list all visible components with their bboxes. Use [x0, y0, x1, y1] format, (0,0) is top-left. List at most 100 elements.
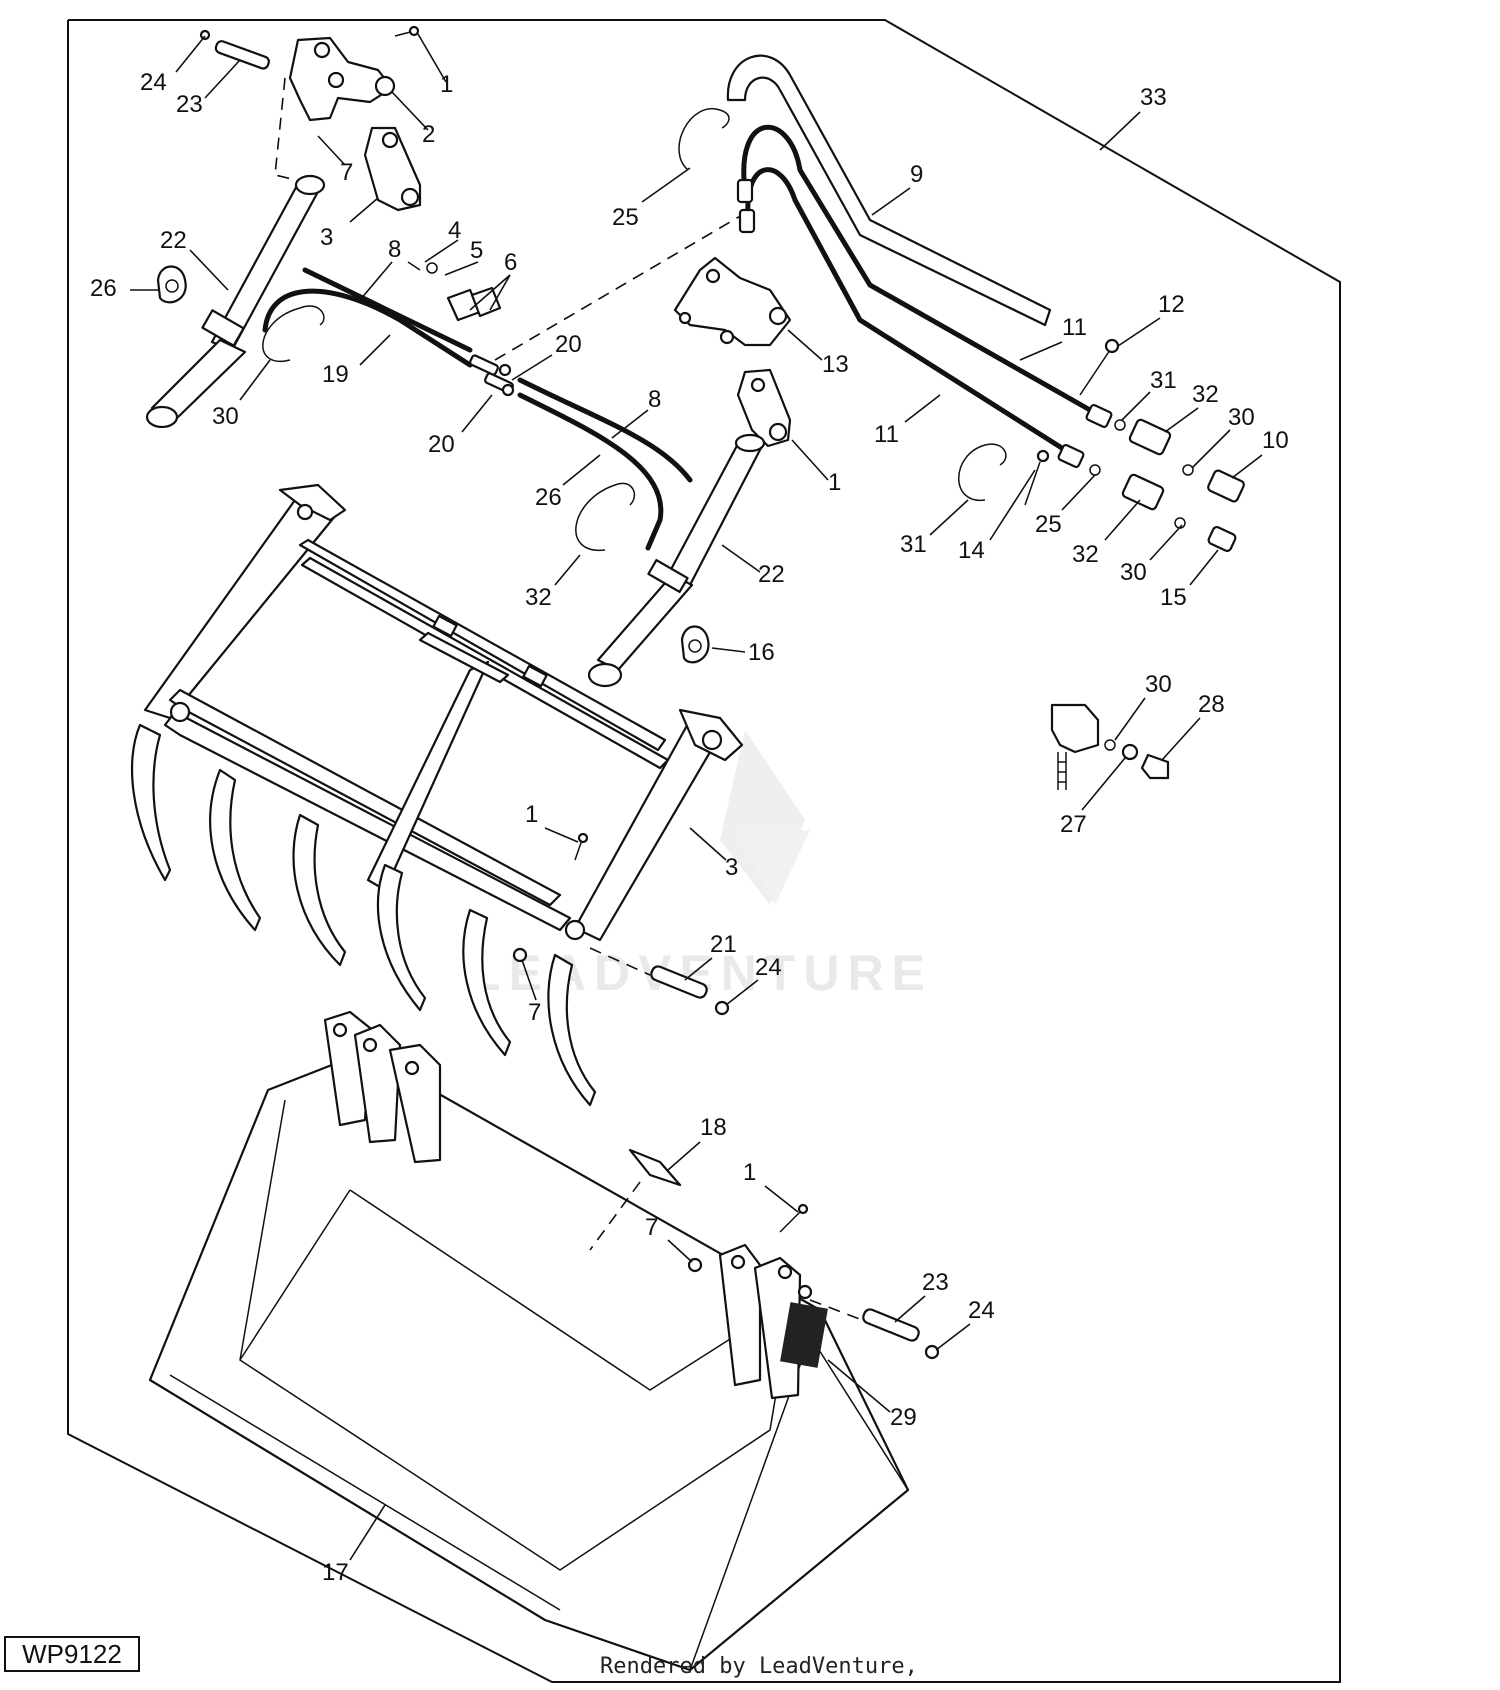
hose-19-left [262, 288, 473, 368]
callout-12: 12 [1158, 291, 1185, 318]
callout-26-right: 16 [748, 639, 775, 666]
callout-32-bottom: 32 [1072, 541, 1099, 568]
callout-22-right-label: 22 [758, 561, 785, 588]
cylinder-22-right [587, 433, 766, 688]
callout-6: 6 [504, 249, 517, 276]
callout-7-middle: 7 [528, 999, 541, 1026]
screw-4 [407, 261, 421, 271]
callout-25-left: 30 [212, 403, 239, 430]
hose-11-upper [741, 124, 1093, 413]
bolt-1-top [394, 25, 420, 37]
hose-19-right [517, 392, 664, 551]
pin-23-bottom [862, 1308, 940, 1360]
callout-1-middle: 1 [525, 801, 538, 828]
callout-9: 9 [910, 161, 923, 188]
callout-14: 14 [958, 537, 985, 564]
link-3-right [736, 368, 792, 448]
callout-28: 28 [1198, 691, 1225, 718]
callout-25-right: 31 [900, 531, 927, 558]
figure-code-label: WP9122 [4, 1636, 140, 1672]
nut-7-middle [512, 947, 528, 963]
callout-26-left: 26 [90, 275, 117, 302]
bucket-bracket-left [323, 1010, 442, 1164]
callout-24-top: 24 [140, 69, 167, 96]
callout-17: 17 [322, 1559, 349, 1586]
ring-25-left [262, 305, 325, 363]
decal-29 [780, 1302, 828, 1368]
callout-20-top: 20 [555, 331, 582, 358]
callout-30-bottom: 30 [1120, 559, 1147, 586]
callout-27: 27 [1060, 811, 1087, 838]
callout-33-top: 33 [1140, 84, 1167, 111]
callout-30-valve: 30 [1145, 671, 1172, 698]
callout-25-top: 25 [612, 204, 639, 231]
callout-30-top: 30 [1228, 404, 1255, 431]
callout-24-middle: 24 [755, 954, 782, 981]
callout-31-top: 31 [1150, 367, 1177, 394]
grapple-tines [131, 723, 597, 1107]
callout-3-right: 1 [828, 469, 841, 496]
bracket-2-upper-left [288, 36, 396, 122]
callout-23-bottom: 23 [922, 1269, 949, 1296]
dash-pin23-bottom [809, 1299, 863, 1321]
callout-32-top: 32 [1192, 381, 1219, 408]
dash-hose-to-top [494, 214, 743, 361]
callout-21: 21 [710, 931, 737, 958]
bracket-10 [673, 256, 792, 347]
fitting-11-top [736, 178, 754, 204]
callout-5: 5 [470, 237, 483, 264]
hose-8-right [517, 377, 693, 483]
callout-7-top: 7 [340, 159, 353, 186]
leadventure-watermark: LEADVENTURE [470, 730, 925, 1001]
callout-1-bottom: 1 [743, 1159, 756, 1186]
callout-15: 15 [1160, 584, 1187, 611]
callout-11-bottom: 11 [874, 421, 899, 448]
callout-20-bottom: 20 [428, 431, 455, 458]
cap-12 [1079, 338, 1120, 396]
render-credit-text: Rendered by LeadVenture, Inc. [600, 1654, 920, 1679]
bolt-1-bottom [779, 1203, 809, 1233]
coupler-stack-13 [1085, 403, 1245, 503]
callout-8-left: 8 [388, 236, 401, 263]
callout-31-bottom: 25 [1035, 511, 1062, 538]
callout-25-center: 32 [525, 584, 552, 611]
callout-29: 29 [890, 1404, 917, 1431]
fitting-11-bottom [738, 208, 756, 234]
callout-2: 2 [422, 121, 435, 148]
callout-8-right: 8 [648, 386, 661, 413]
ring-25-right [958, 443, 1007, 501]
coupler-group-20 [469, 354, 515, 397]
callout-16: 3 [725, 854, 738, 881]
diagram-frame [67, 19, 1341, 1683]
cylinder-22-left [145, 174, 326, 429]
pin-21 [650, 965, 730, 1016]
callout-13: 10 [1262, 427, 1289, 454]
callout-19-left: 19 [322, 361, 349, 388]
callout-1-top: 1 [440, 71, 453, 98]
bolt-1-middle [574, 832, 589, 861]
ring-25-center [575, 482, 636, 551]
coupler-stack-15 [1057, 443, 1237, 553]
hose-cover-9 [726, 54, 1052, 327]
callout-22-left: 22 [160, 227, 187, 254]
hose-8-left [302, 267, 473, 353]
cap-14 [1024, 449, 1050, 506]
callout-18: 18 [700, 1114, 727, 1141]
valve-27 [1050, 703, 1170, 790]
callout-10: 13 [822, 351, 849, 378]
ring-25-top [678, 107, 730, 171]
link-3-upper-left [363, 126, 422, 212]
clamp-26-right [680, 625, 710, 664]
washer-5 [426, 262, 438, 274]
dash-decal-18 [589, 1181, 641, 1251]
callout-3-top: 3 [320, 224, 333, 251]
clamp-26-left [156, 265, 187, 304]
callout-23-top: 23 [176, 91, 203, 118]
callouts: 24 23 1 2 7 3 22 26 30 19 8 4 5 6 20 20 … [90, 33, 1289, 1586]
callout-19-right: 26 [535, 484, 562, 511]
decal-18 [628, 1148, 682, 1187]
dash-pin21 [589, 947, 651, 976]
callout-24-bottom: 24 [968, 1297, 995, 1324]
callout-11-top: 11 [1062, 314, 1087, 341]
